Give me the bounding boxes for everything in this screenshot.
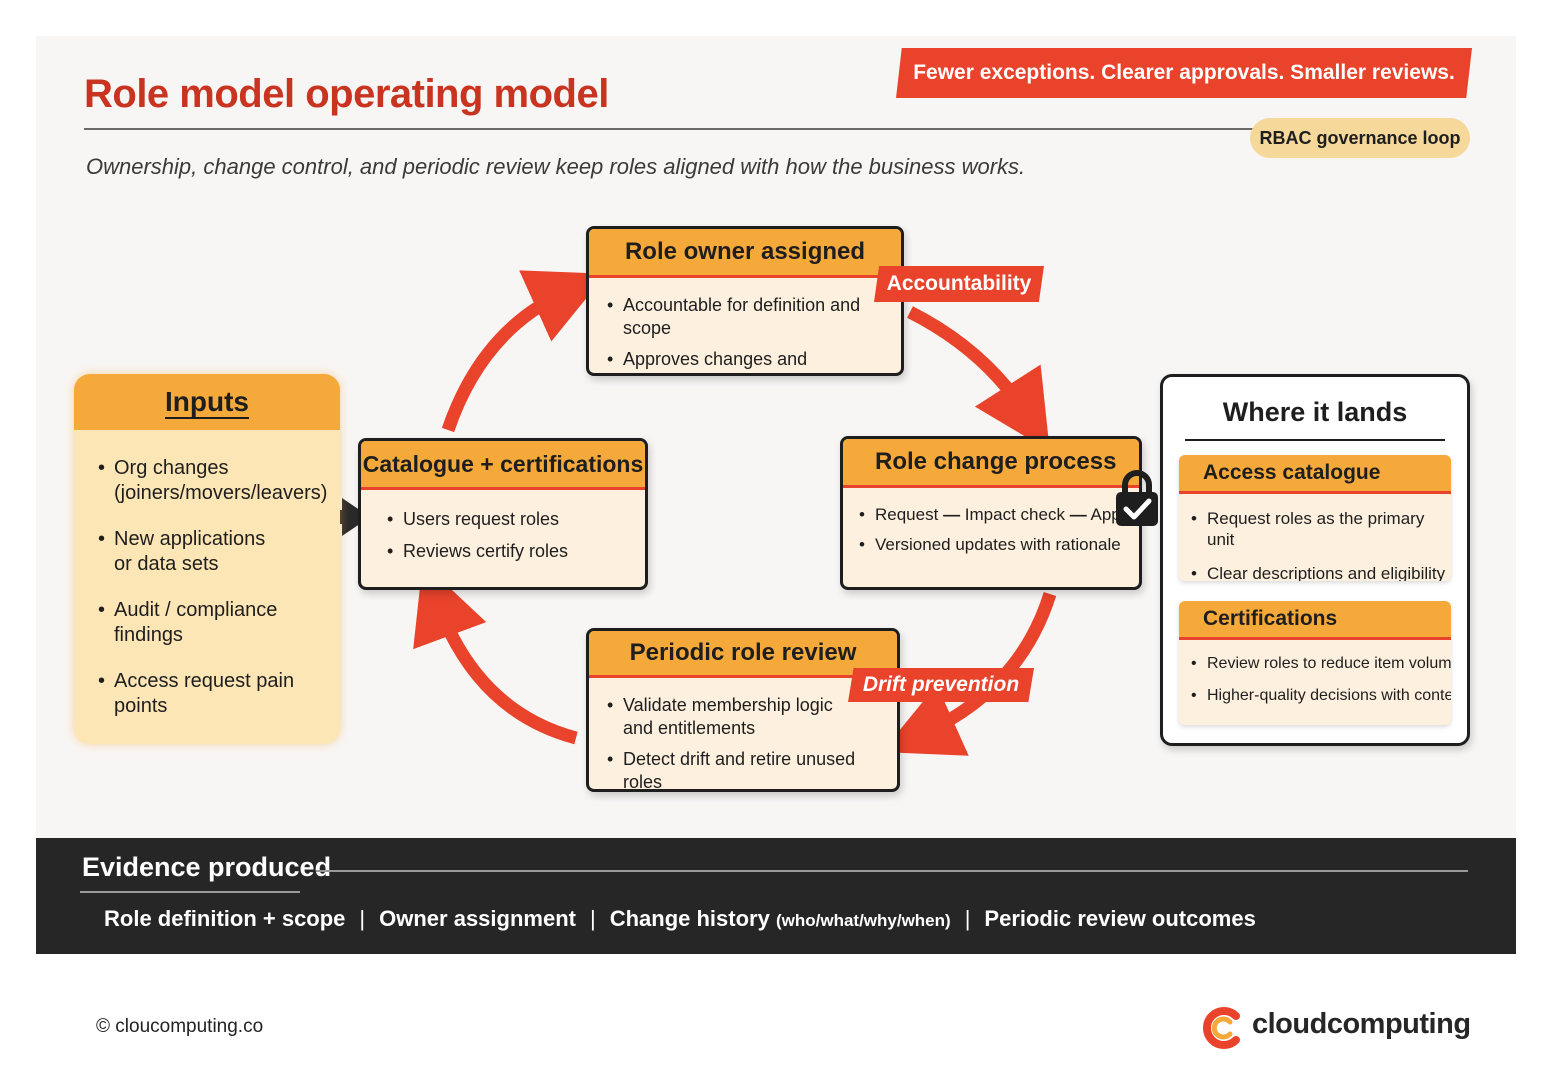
review-card-item: Detect drift and retire unused roles (607, 748, 893, 789)
change-card-item: Request — Impact check — Approval (859, 504, 1139, 526)
page-title: Role model operating model (84, 72, 609, 116)
certifications-title: Certifications (1179, 601, 1451, 640)
catalogue-card-list: Users request roles Reviews certify role… (361, 490, 645, 562)
evidence-title-underline (80, 891, 300, 893)
evidence-separator: | (589, 906, 596, 931)
evidence-items: Role definition + scope | Owner assignme… (104, 906, 1256, 932)
inputs-list: Org changes(joiners/movers/leavers) New … (74, 430, 340, 719)
change-card: Role change process Request — Impact che… (840, 436, 1142, 590)
inputs-item: Access request pain points (98, 669, 334, 719)
evidence-separator: | (359, 906, 366, 931)
title-divider (84, 128, 1264, 130)
owner-card-list: Accountable for definition and scope App… (589, 278, 901, 373)
inputs-arrow-head (342, 498, 370, 536)
certifications-item: Higher-quality decisions with context (1191, 686, 1451, 706)
inputs-panel: Inputs Org changes(joiners/movers/leaver… (74, 374, 340, 744)
change-card-item: Versioned updates with rationale (859, 534, 1135, 556)
tagline-banner: Fewer exceptions. Clearer approvals. Sma… (896, 48, 1472, 98)
lock-check-icon (1116, 470, 1158, 526)
access-catalogue-list: Request roles as the primary unit Clear … (1179, 494, 1451, 581)
change-card-title: Role change process (843, 439, 1139, 488)
access-catalogue-item: Request roles as the primary unit (1191, 508, 1447, 551)
certifications-card: Certifications Review roles to reduce it… (1179, 601, 1451, 725)
review-card-title: Periodic role review (589, 631, 897, 678)
arrow-catalogue-to-owner (441, 270, 607, 433)
catalogue-card-title: Catalogue + certifications (361, 441, 645, 490)
evidence-divider (316, 870, 1468, 872)
inputs-header: Inputs (74, 374, 340, 430)
copyright-text: © cloucomputing.co (96, 1016, 264, 1037)
owner-card: Role owner assigned Accountable for defi… (586, 226, 904, 376)
accountability-tag: Accountability (874, 266, 1044, 302)
owner-card-title: Role owner assigned (589, 229, 901, 278)
evidence-item: Periodic review outcomes (984, 906, 1256, 931)
inputs-title: Inputs (165, 386, 249, 417)
catalogue-card-item: Reviews certify roles (387, 540, 639, 563)
inputs-item: Org changes(joiners/movers/leavers) (98, 456, 334, 506)
evidence-item-detail: (who/what/why/when) (775, 911, 951, 930)
evidence-item: Change history (609, 906, 770, 931)
owner-card-item: Approves changes and exceptions (607, 348, 895, 373)
evidence-title: Evidence produced (82, 852, 332, 882)
where-it-lands-panel: Where it lands Access catalogue Request … (1160, 374, 1470, 746)
lands-divider (1185, 439, 1445, 441)
evidence-item: Owner assignment (379, 906, 576, 931)
catalogue-card-item: Users request roles (387, 508, 639, 531)
arrow-review-to-catalogue (413, 562, 578, 745)
access-catalogue-item: Clear descriptions and eligibility (1191, 563, 1447, 582)
arrow-owner-to-change (907, 306, 1050, 452)
cloudcomputing-logo-text: cloudcomputing (1252, 1008, 1471, 1040)
certifications-list: Review roles to reduce item volume Highe… (1179, 640, 1451, 706)
page-subtitle: Ownership, change control, and periodic … (86, 154, 1026, 179)
evidence-separator: | (964, 906, 971, 931)
access-catalogue-title: Access catalogue (1179, 455, 1451, 494)
change-card-list: Request — Impact check — Approval Versio… (843, 488, 1139, 556)
rbac-pill: RBAC governance loop (1250, 118, 1470, 158)
evidence-bar: Evidence produced Role definition + scop… (36, 838, 1516, 954)
review-card: Periodic role review Validate membership… (586, 628, 900, 792)
access-catalogue-card: Access catalogue Request roles as the pr… (1179, 455, 1451, 581)
lands-title: Where it lands (1222, 397, 1408, 427)
drift-prevention-tag: Drift prevention (848, 668, 1034, 702)
certifications-item: Review roles to reduce item volume (1191, 654, 1451, 674)
arrow-change-to-review (881, 592, 1057, 756)
catalogue-card: Catalogue + certifications Users request… (358, 438, 648, 590)
owner-card-item: Accountable for definition and scope (607, 294, 895, 339)
cloudcomputing-logo-icon (1202, 1007, 1240, 1049)
evidence-item: Role definition + scope (104, 906, 346, 931)
